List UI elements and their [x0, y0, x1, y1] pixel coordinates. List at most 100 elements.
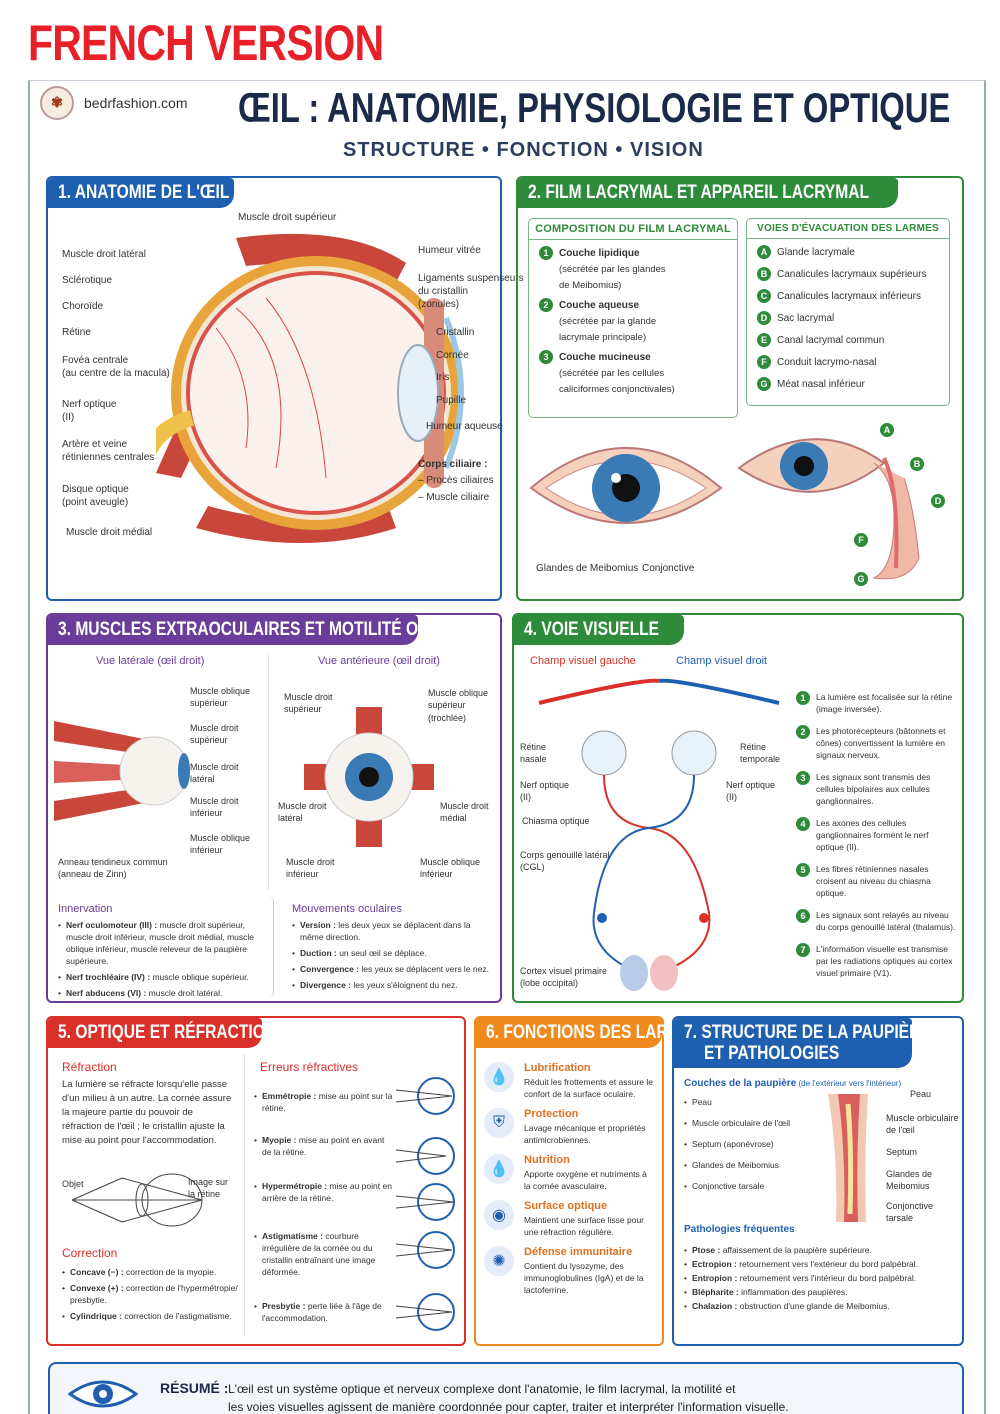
summary-box: RÉSUMÉ : L'œil est un système optique et…	[48, 1362, 964, 1414]
lat-label: Anneau tendineux commun	[58, 857, 168, 867]
error-item: Myopie : mise au point en avant de la ré…	[254, 1134, 394, 1176]
section-visual-pathway-header: 4. VOIE VISUELLE	[514, 615, 684, 645]
nutrient-drop-icon: 💧	[484, 1154, 514, 1184]
pathway-label: (CGL)	[520, 862, 545, 872]
label-image-2: la rétine	[188, 1189, 221, 1199]
label-ciliary-muscle: – Muscle ciliaire	[418, 492, 490, 503]
error-item: Astigmatisme : courbure irrégulière de l…	[254, 1230, 394, 1296]
section-tear-film: 2. FILM LACRYMAL ET APPAREIL LACRYMAL CO…	[516, 176, 964, 601]
section-eyelid-header: 7. STRUCTURE DE LA PAUPIÈRE ET PATHOLOGI…	[674, 1018, 931, 1068]
pathway-label: Cortex visuel primaire	[520, 966, 608, 976]
eyelid-label: Peau	[910, 1089, 932, 1099]
label-optic-disc: Disque optique	[62, 484, 129, 495]
movement-item: Duction : un seul œil se déplace.	[292, 947, 492, 959]
pathologies-list: Ptose : affaissement de la paupière supé…	[684, 1244, 956, 1316]
label-ciliary-body: Corps ciliaire :	[418, 459, 488, 470]
composition-title: COMPOSITION DU FILM LACRYMAL	[529, 219, 737, 240]
label-ciliary-processes: – Procès ciliaires	[418, 475, 494, 486]
label-pupil: Pupille	[436, 395, 467, 406]
anterior-view-diagram	[304, 707, 434, 847]
error-item: Presbytie : perte liée à l'âge de l'acco…	[254, 1300, 394, 1324]
label-zonules-3: (zonules)	[418, 299, 460, 310]
label-fovea-note: (au centre de la macula)	[62, 368, 170, 379]
site-name: bedrfashion.com	[84, 95, 188, 111]
summary-text: L'œil est un système optique et nerveux …	[228, 1382, 789, 1414]
lat-label: Muscle droit	[190, 796, 239, 806]
pathway-label: (II)	[520, 792, 531, 802]
movement-item: Version : les deux yeux se déplacent dan…	[292, 919, 492, 943]
lat-label: latéral	[190, 774, 215, 784]
pathology-item: Chalazion : obstruction d'une glande de …	[684, 1300, 956, 1312]
label-central-artery-2: rétiniennes centrales	[62, 452, 155, 463]
ant-label: médial	[440, 813, 467, 823]
label-lens: Cristallin	[436, 327, 475, 338]
ant-label: Muscle droit	[286, 857, 335, 867]
right-visual-field: Champ visuel droit	[676, 655, 768, 667]
eyelid-label: Septum	[886, 1147, 918, 1157]
section-eyelid: 7. STRUCTURE DE LA PAUPIÈRE ET PATHOLOGI…	[672, 1016, 964, 1346]
layer-item: Glandes de Meibomius	[684, 1159, 814, 1171]
lat-label: Muscle droit	[190, 762, 239, 772]
innervation-item: Nerf trochléaire (IV) : muscle oblique s…	[58, 971, 267, 983]
visual-pathway-diagram	[538, 678, 780, 991]
label-zonules-2: du cristallin	[418, 286, 469, 297]
label-optic-nerve: Nerf optique	[62, 399, 117, 410]
anterior-view-title: Vue antérieure (œil droit)	[318, 655, 440, 667]
pathway-label: Nerf optique	[520, 780, 570, 790]
layer-item: Conjonctive tarsale	[684, 1180, 814, 1192]
label-image-1: Image sur	[188, 1177, 229, 1187]
section-tear-film-header: 2. FILM LACRYMAL ET APPAREIL LACRYMAL	[518, 178, 898, 208]
eyelid-label: Glandes de	[886, 1169, 933, 1179]
correction-item: Concave (−) : correction de la myopie.	[62, 1266, 238, 1278]
marker-D: D	[931, 494, 945, 508]
movement-item: Divergence : les yeux s'éloignent du nez…	[292, 979, 492, 991]
label-superior-rectus: Muscle droit supérieur	[238, 212, 337, 223]
label-zonules: Ligaments suspenseurs	[418, 273, 524, 284]
label-cornea: Cornée	[436, 350, 469, 361]
ant-label: Muscle oblique	[428, 688, 489, 698]
lateral-view-diagram	[54, 721, 190, 821]
ant-label: supérieur	[284, 704, 322, 714]
section-optics: 5. OPTIQUE ET RÉFRACTION Réfraction La l…	[46, 1016, 466, 1346]
pathway-label: (lobe occipital)	[520, 978, 579, 988]
lat-label: Muscle oblique	[190, 833, 251, 843]
section-anatomy: 1. ANATOMIE DE L'ŒIL Muscle droit supéri…	[46, 176, 524, 601]
label-meibomian: Glandes de Meibomius	[536, 563, 639, 574]
poster-frame	[28, 80, 986, 1414]
label-central-artery: Artère et veine	[62, 439, 128, 450]
lat-label: Muscle droit	[190, 723, 239, 733]
error-item: Hypermétropie : mise au point en arrière…	[254, 1180, 394, 1226]
label-aqueous: Humeur aqueuse	[426, 421, 503, 432]
label-object: Objet	[62, 1179, 84, 1189]
movement-item: Convergence : les yeux se déplacent vers…	[292, 963, 492, 975]
eyelid-label: tarsale	[886, 1213, 914, 1223]
pathway-label: Rétine	[740, 742, 767, 752]
error-item: Emmétropie : mise au point sur la rétine…	[254, 1090, 394, 1130]
ant-label: supérieur (trochlée)	[428, 700, 467, 723]
lat-label: supérieur	[190, 735, 228, 745]
lat-label: inférieur	[190, 808, 223, 818]
lat-label: inférieur	[190, 845, 223, 855]
pathway-label: Nerf optique	[726, 780, 776, 790]
marker-B: B	[910, 457, 924, 471]
innervation-item: Nerf oculomoteur (III) : muscle droit su…	[58, 919, 267, 967]
eyelid-label: de l'œil	[886, 1125, 915, 1135]
label-retina: Rétine	[62, 327, 91, 338]
eyelid-label: Muscle orbiculaire	[886, 1113, 959, 1123]
label-vitreous: Humeur vitrée	[418, 245, 481, 256]
layer-item: Septum (aponévrose)	[684, 1138, 814, 1150]
french-version-banner: FRENCH VERSION	[28, 15, 384, 71]
innervation-panel: Innervation Nerf oculomoteur (III) : mus…	[52, 897, 274, 999]
layers-title: Couches de la paupière (de l'extérieur v…	[684, 1078, 902, 1089]
lat-label: (anneau de Zinn)	[58, 869, 127, 879]
